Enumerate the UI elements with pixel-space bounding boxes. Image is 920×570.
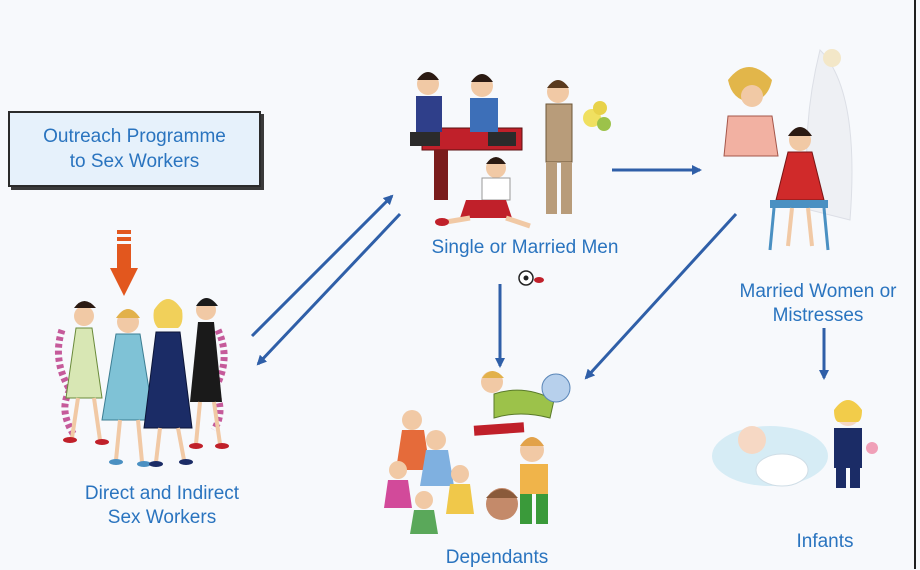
outreach-label-line1: Outreach Programme — [43, 126, 226, 147]
soccer-ball-icon — [518, 270, 544, 286]
sex-workers-label-line2: Sex Workers — [107, 507, 217, 528]
outreach-programme-label: Outreach Programme to Sex Workers — [43, 124, 226, 174]
infants-label: Infants — [796, 531, 854, 552]
dependants-label: Dependants — [445, 547, 549, 568]
sex-workers-label: Direct and Indirect Sex Workers — [42, 482, 282, 530]
women-label: Married Women or Mistresses — [720, 280, 916, 328]
arrow-workers-to-men — [250, 194, 394, 338]
men-illustration — [410, 72, 611, 229]
sex-workers-label-line1: Direct and Indirect — [84, 483, 240, 504]
outreach-programme-box: Outreach Programme to Sex Workers — [8, 111, 261, 187]
women-illustration — [723, 49, 853, 251]
men-label: Single or Married Men — [431, 237, 619, 258]
women-label-line2: Mistresses — [772, 305, 864, 326]
infants-illustration — [712, 400, 878, 488]
arrow-men-to-workers — [256, 212, 402, 366]
sex-workers-illustration — [54, 298, 229, 467]
arrow-women-to-dependants — [584, 212, 738, 380]
outreach-arrow — [110, 230, 138, 296]
women-label-line1: Married Women or — [739, 281, 897, 302]
dependants-illustration — [384, 371, 571, 534]
right-border-line — [914, 0, 916, 569]
outreach-label-line2: to Sex Workers — [69, 151, 200, 172]
